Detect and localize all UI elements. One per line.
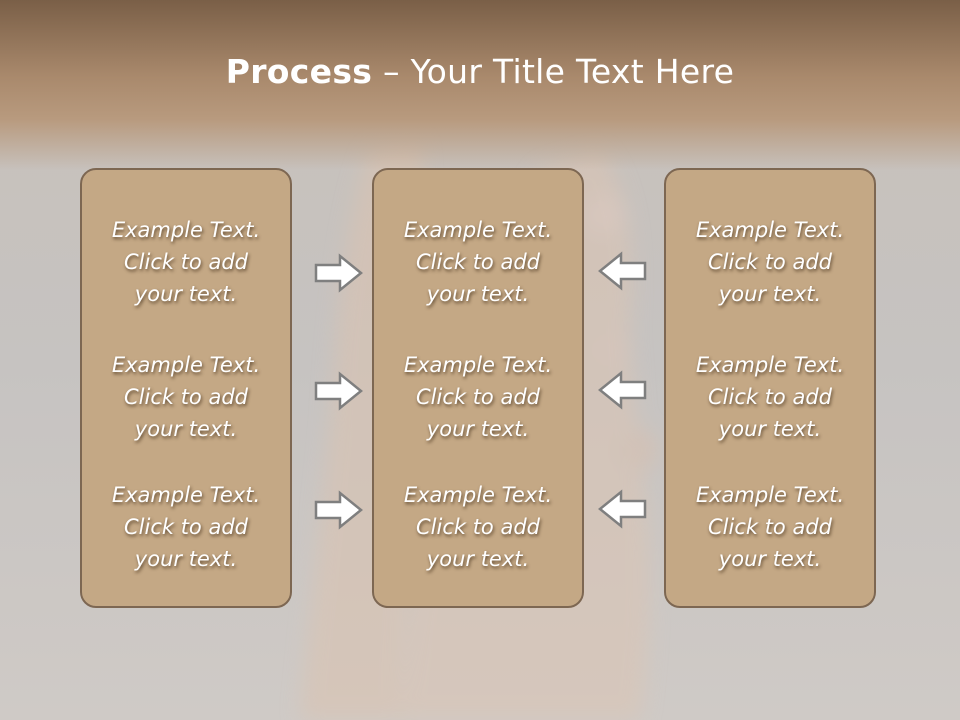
text-line: Example Text. xyxy=(111,483,261,507)
text-line: Example Text. xyxy=(403,483,553,507)
text-line: Example Text. xyxy=(111,218,261,242)
text-line: Click to add xyxy=(707,515,832,539)
text-line: Example Text. xyxy=(403,353,553,377)
text-line: your text. xyxy=(134,282,238,306)
arrow-left-icon[interactable] xyxy=(597,489,647,529)
arrow-right-icon[interactable] xyxy=(314,371,364,411)
slide-title[interactable]: Process – Your Title Text Here xyxy=(0,52,960,91)
process-box-left[interactable]: Example Text. Click to add your text. Ex… xyxy=(80,168,292,608)
text-line: Click to add xyxy=(415,385,540,409)
text-placeholder[interactable]: Example Text. Click to add your text. xyxy=(82,349,290,445)
text-line: Click to add xyxy=(415,515,540,539)
title-band xyxy=(0,0,960,170)
arrow-right-icon[interactable] xyxy=(314,253,364,293)
process-box-center[interactable]: Example Text. Click to add your text. Ex… xyxy=(372,168,584,608)
text-line: your text. xyxy=(134,547,238,571)
text-line: Click to add xyxy=(707,250,832,274)
text-line: your text. xyxy=(426,547,530,571)
text-line: your text. xyxy=(134,417,238,441)
text-line: Example Text. xyxy=(695,218,845,242)
text-placeholder[interactable]: Example Text. Click to add your text. xyxy=(374,349,582,445)
text-line: your text. xyxy=(426,282,530,306)
title-bold: Process xyxy=(225,52,373,91)
text-placeholder[interactable]: Example Text. Click to add your text. xyxy=(666,214,874,310)
text-line: Example Text. xyxy=(111,353,261,377)
text-line: Example Text. xyxy=(403,218,553,242)
text-line: your text. xyxy=(718,282,822,306)
text-placeholder[interactable]: Example Text. Click to add your text. xyxy=(82,214,290,310)
text-line: Example Text. xyxy=(695,483,845,507)
text-placeholder[interactable]: Example Text. Click to add your text. xyxy=(374,214,582,310)
arrow-left-icon[interactable] xyxy=(597,370,647,410)
arrow-right-icon[interactable] xyxy=(314,490,364,530)
text-placeholder[interactable]: Example Text. Click to add your text. xyxy=(666,479,874,575)
text-line: your text. xyxy=(718,547,822,571)
text-line: Click to add xyxy=(123,250,248,274)
text-line: Example Text. xyxy=(695,353,845,377)
text-line: your text. xyxy=(426,417,530,441)
text-line: Click to add xyxy=(123,515,248,539)
title-rest: – Your Title Text Here xyxy=(372,52,735,91)
text-line: Click to add xyxy=(123,385,248,409)
text-line: Click to add xyxy=(415,250,540,274)
text-placeholder[interactable]: Example Text. Click to add your text. xyxy=(82,479,290,575)
arrow-left-icon[interactable] xyxy=(597,251,647,291)
text-placeholder[interactable]: Example Text. Click to add your text. xyxy=(374,479,582,575)
process-box-right[interactable]: Example Text. Click to add your text. Ex… xyxy=(664,168,876,608)
text-line: your text. xyxy=(718,417,822,441)
text-placeholder[interactable]: Example Text. Click to add your text. xyxy=(666,349,874,445)
text-line: Click to add xyxy=(707,385,832,409)
